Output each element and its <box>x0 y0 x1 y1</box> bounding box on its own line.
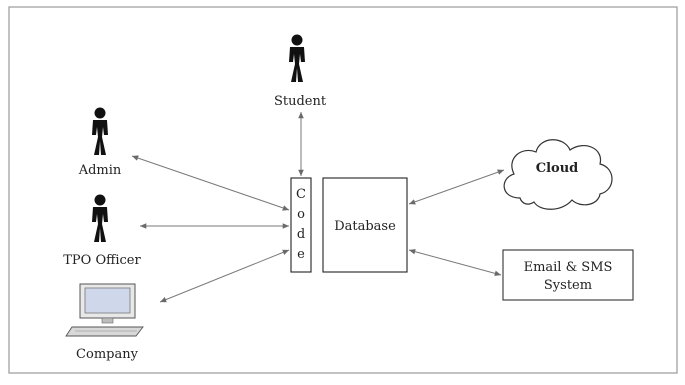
cloud-label: Cloud <box>536 161 579 176</box>
computer-icon <box>65 283 144 337</box>
database-label: Database <box>334 219 396 234</box>
code-letter-d: d <box>297 227 305 242</box>
code-box: C o d e <box>290 177 312 273</box>
code-letter-c: C <box>296 187 306 202</box>
student-label: Student <box>274 94 327 109</box>
company-actor: Company <box>65 283 144 362</box>
admin-label: Admin <box>78 163 122 178</box>
cloud-component: Cloud <box>503 139 613 210</box>
cloud-shape <box>503 139 613 210</box>
company-code-arrow <box>159 249 290 303</box>
database-email-sms-arrow <box>408 248 502 277</box>
code-letter-e: e <box>297 247 305 262</box>
company-label: Company <box>76 347 139 362</box>
connectors <box>131 112 505 303</box>
email-sms-label-line2: System <box>544 278 592 293</box>
code-letter-o: o <box>297 207 305 222</box>
tpo-officer-label: TPO Officer <box>63 253 141 268</box>
student-actor: Student <box>274 34 327 109</box>
admin-code-arrow <box>131 155 290 211</box>
database-box: Database <box>322 177 408 273</box>
email-sms-label-line1: Email & SMS <box>524 260 613 275</box>
database-cloud-arrow <box>408 169 505 205</box>
email-sms-system-box: Email & SMS System <box>502 249 634 301</box>
admin-actor: Admin <box>78 107 122 178</box>
tpo-officer-actor: TPO Officer <box>63 194 142 268</box>
